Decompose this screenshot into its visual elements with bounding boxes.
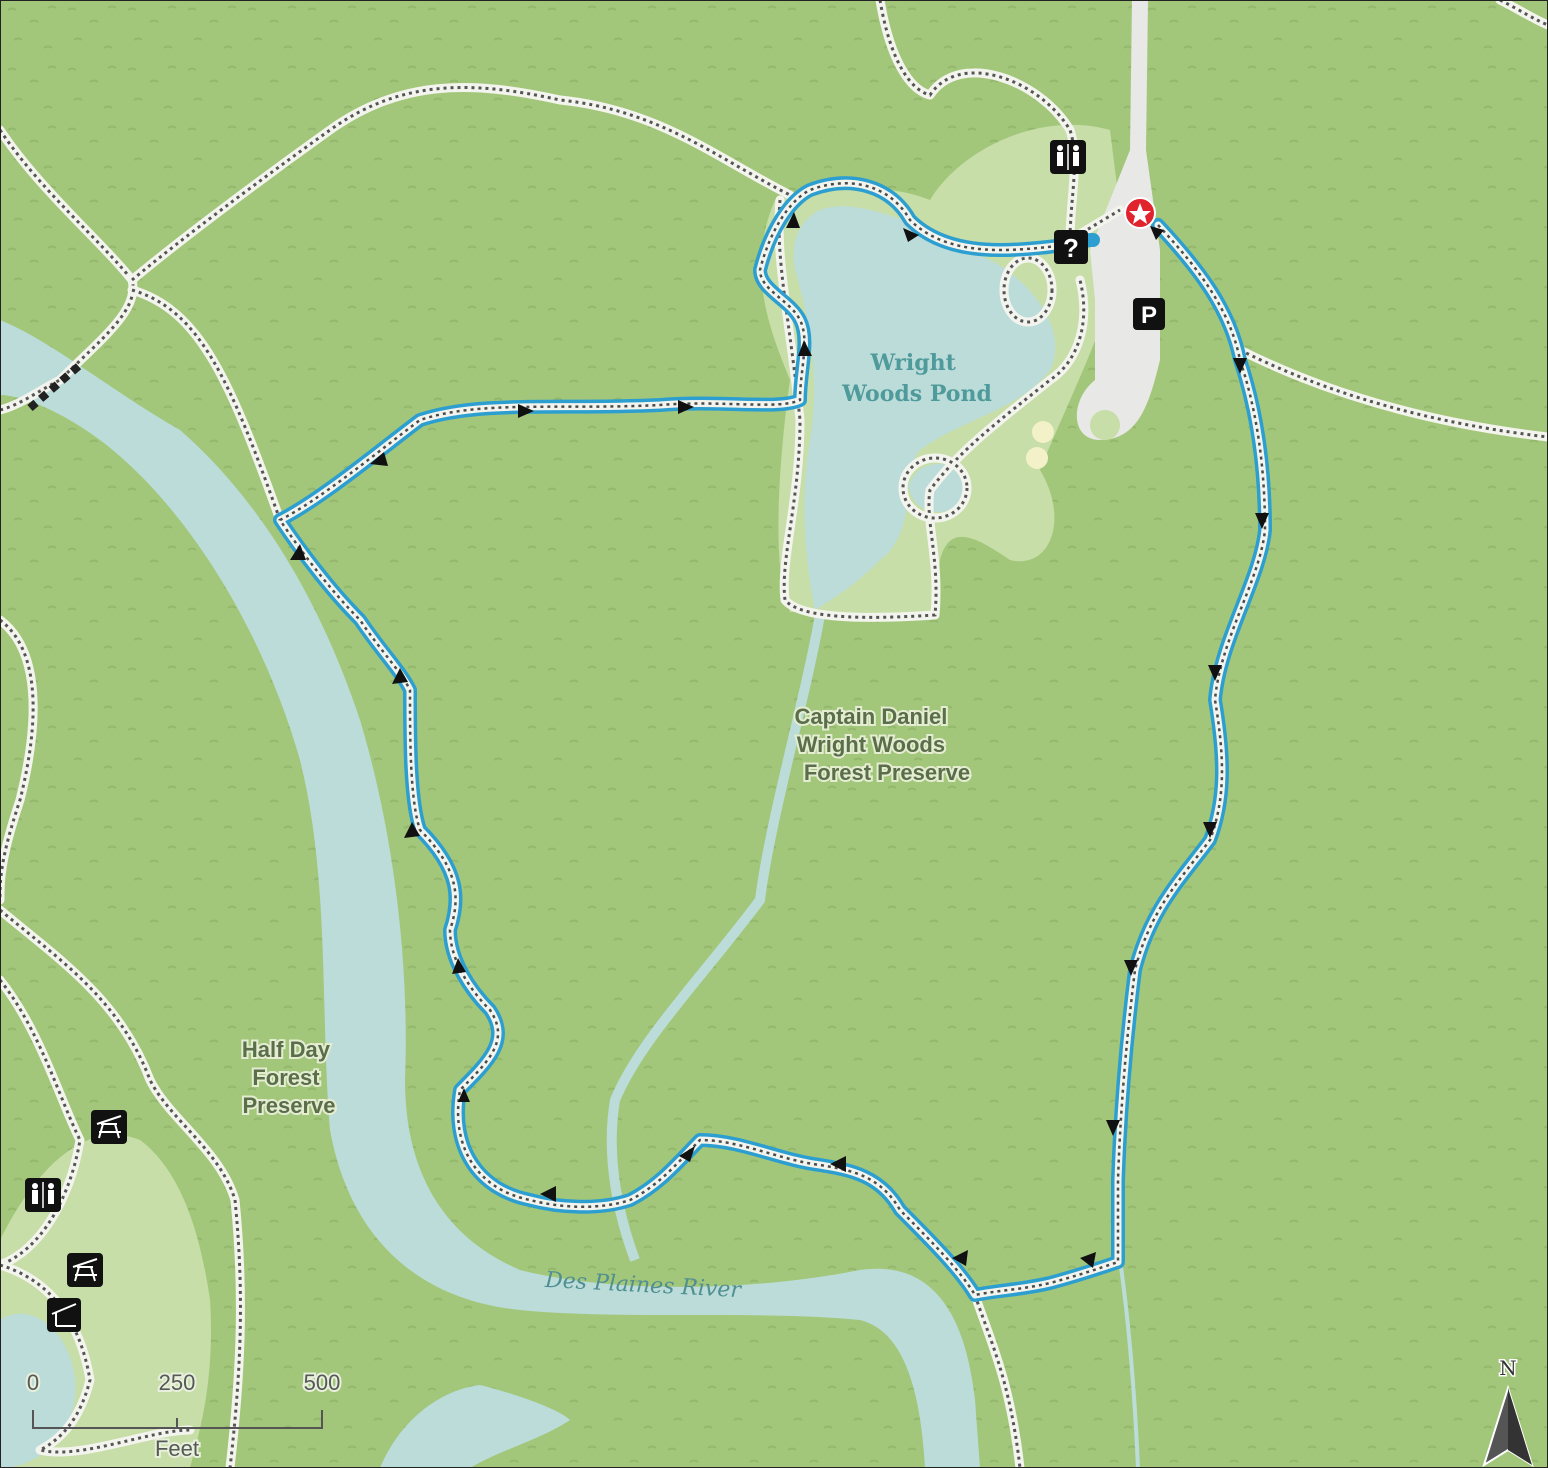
arrow-icon — [518, 404, 534, 418]
boardwalk-bridge — [27, 361, 83, 412]
lake-south — [380, 1385, 570, 1468]
route-end-dot — [1086, 233, 1100, 247]
scale-tick-250: 250 — [159, 1370, 196, 1395]
arrow-icon — [452, 958, 466, 974]
preserve-label-west: Half Day Forest Preserve — [242, 1037, 336, 1118]
arrow-icon — [458, 1088, 470, 1102]
feature-dot-2 — [1026, 447, 1048, 469]
arrow-icon — [678, 400, 694, 414]
arrow-icon — [1150, 226, 1164, 240]
picnic-area-icon[interactable] — [67, 1253, 103, 1287]
parking-icon[interactable]: P — [1133, 298, 1165, 330]
arrow-icon — [1255, 513, 1269, 529]
start-star-icon[interactable] — [1124, 197, 1156, 229]
arrow-icon — [1124, 960, 1138, 976]
arrow-icon — [1233, 358, 1247, 374]
parking-turnaround — [1090, 410, 1120, 440]
scale-tick-500: 500 — [304, 1370, 341, 1395]
picnic-shelter-icon[interactable] — [47, 1298, 81, 1332]
feature-dot-1 — [1032, 421, 1054, 443]
arrow-icon — [1106, 1120, 1120, 1136]
scale-bar: 0 250 500 Feet — [25, 1368, 342, 1463]
creek-east — [1118, 1259, 1140, 1468]
svg-text:?: ? — [1063, 233, 1079, 263]
arrow-icon — [392, 668, 408, 684]
arrow-icon — [1208, 665, 1222, 681]
info-icon[interactable]: ? — [1054, 230, 1088, 264]
svg-text:P: P — [1141, 302, 1157, 329]
pond-label: Wright Woods Pond — [841, 350, 992, 407]
route-direction-arrows — [290, 212, 1269, 1268]
scale-unit: Feet — [155, 1436, 199, 1461]
wright-woods-pond — [793, 206, 1056, 610]
picnic-area-icon[interactable] — [91, 1110, 127, 1144]
arrow-icon — [786, 212, 800, 228]
restroom-icon[interactable] — [1050, 140, 1086, 174]
scale-tick-0: 0 — [27, 1370, 39, 1395]
restroom-icon[interactable] — [25, 1178, 61, 1212]
arrow-icon — [404, 822, 420, 838]
highlighted-route — [273, 176, 1272, 1302]
arrow-icon — [1080, 1252, 1096, 1268]
north-arrow-icon: N — [1482, 1355, 1534, 1468]
arrow-icon — [1203, 822, 1217, 838]
arrow-icon — [952, 1250, 968, 1266]
arrow-icon — [798, 340, 812, 356]
creek — [606, 614, 825, 1262]
small-pond — [910, 464, 966, 512]
preserve-label-main: Captain Daniel Wright Woods Forest Prese… — [795, 704, 971, 785]
arrow-icon — [540, 1186, 556, 1202]
des-plaines-river — [0, 320, 980, 1468]
arrow-icon — [903, 228, 919, 242]
arrow-icon — [370, 452, 388, 466]
svg-text:N: N — [1499, 1356, 1517, 1380]
arrow-icon — [830, 1156, 846, 1172]
arrow-icon — [290, 544, 306, 560]
lake-southwest — [0, 1313, 76, 1468]
arrow-icon — [679, 1146, 695, 1162]
